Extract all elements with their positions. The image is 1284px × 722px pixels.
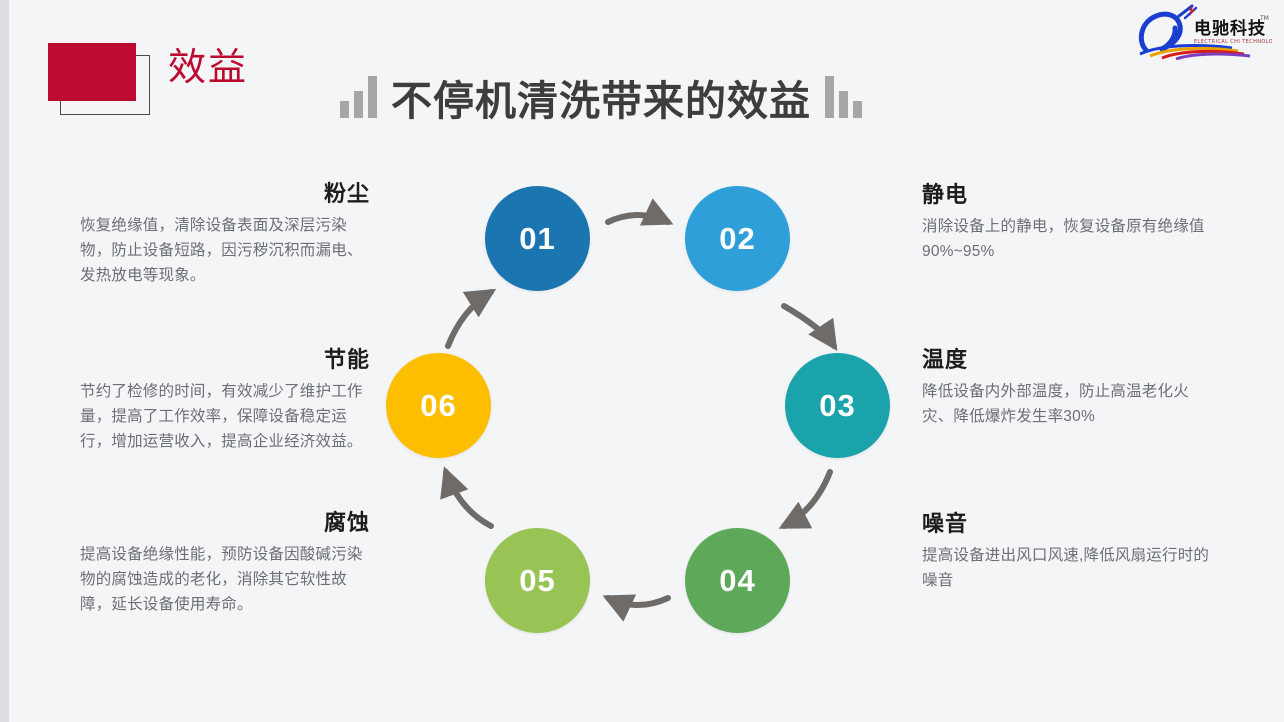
arrow-01-to-02 xyxy=(605,198,674,226)
benefit-title-static: 静电 xyxy=(922,182,969,207)
cycle-node-03[interactable]: 03 xyxy=(785,353,890,458)
arrow-03-to-04 xyxy=(778,469,833,529)
cycle-node-02[interactable]: 02 xyxy=(685,186,790,291)
title-row: 不停机清洗带来的效益 xyxy=(340,66,862,124)
benefit-block-corrosion: 腐蚀 提高设备绝缘性能，预防设备因酸碱污染物的腐蚀造成的老化，消除其它软性故障，… xyxy=(80,510,370,618)
benefit-block-temperature: 温度 降低设备内外部温度，防止高温老化火灾、降低爆炸发生率30% xyxy=(922,347,1212,429)
left-edge-strip xyxy=(0,0,9,722)
arrow-04-to-05 xyxy=(602,594,671,622)
benefit-title-noise: 噪音 xyxy=(922,511,969,536)
arrow-02-to-03 xyxy=(781,303,838,351)
benefit-block-noise: 噪音 提高设备进出风口风速,降低风扇运行时的噪音 xyxy=(922,511,1212,593)
benefit-body-noise: 提高设备进出风口风速,降低风扇运行时的噪音 xyxy=(922,547,1210,590)
svg-text:电驰科技: 电驰科技 xyxy=(1194,18,1266,39)
bar-chart-descending-icon xyxy=(825,76,862,124)
cycle-diagram: 01 02 03 04 05 06 xyxy=(360,160,930,670)
cycle-node-06[interactable]: 06 xyxy=(386,353,491,458)
benefit-block-static: 静电 消除设备上的静电，恢复设备原有绝缘值90%~95% xyxy=(922,182,1212,264)
logo-artwork-icon: 电驰科技 ELECTRICAL CHI TECHNOLOGY TM xyxy=(1138,4,1281,61)
benefit-title-temperature: 温度 xyxy=(922,347,969,372)
bar-chart-ascending-icon xyxy=(340,76,377,124)
svg-text:TM: TM xyxy=(1259,15,1269,22)
benefit-body-temperature: 降低设备内外部温度，防止高温老化火灾、降低爆炸发生率30% xyxy=(922,383,1189,426)
svg-text:ELECTRICAL CHI TECHNOLOGY: ELECTRICAL CHI TECHNOLOGY xyxy=(1194,39,1272,45)
benefit-block-energy-saving: 节能 节约了检修的时间，有效减少了维护工作量，提高了工作效率，保障设备稳定运行，… xyxy=(80,347,370,455)
arrow-06-to-01 xyxy=(445,288,497,349)
page-title: 不停机清洗带来的效益 xyxy=(391,78,811,124)
benefit-body-dust: 恢复绝缘值，清除设备表面及深层污染物，防止设备短路，因污秽沉积而漏电、发热放电等… xyxy=(80,217,363,285)
benefit-body-energy-saving: 节约了检修的时间，有效减少了维护工作量，提高了工作效率，保障设备稳定运行，增加运… xyxy=(80,383,363,451)
tag-filled-shape xyxy=(48,43,136,101)
benefit-body-static: 消除设备上的静电，恢复设备原有绝缘值90%~95% xyxy=(922,218,1205,261)
benefit-title-dust: 粉尘 xyxy=(323,181,370,206)
cycle-node-01[interactable]: 01 xyxy=(485,186,590,291)
benefit-title-corrosion: 腐蚀 xyxy=(323,510,370,535)
benefit-block-dust: 粉尘 恢复绝缘值，清除设备表面及深层污染物，防止设备短路，因污秽沉积而漏电、发热… xyxy=(80,181,370,289)
arrow-05-to-06 xyxy=(440,466,494,529)
benefit-title-energy-saving: 节能 xyxy=(323,347,370,372)
benefit-body-corrosion: 提高设备绝缘性能，预防设备因酸碱污染物的腐蚀造成的老化，消除其它软性故障，延长设… xyxy=(80,546,363,614)
section-tag-marker xyxy=(48,43,150,115)
cycle-node-05[interactable]: 05 xyxy=(485,528,590,633)
cycle-node-04[interactable]: 04 xyxy=(685,528,790,633)
section-tag-label: 效益 xyxy=(168,47,249,89)
company-logo: 电驰科技 ELECTRICAL CHI TECHNOLOGY TM xyxy=(1132,4,1281,61)
